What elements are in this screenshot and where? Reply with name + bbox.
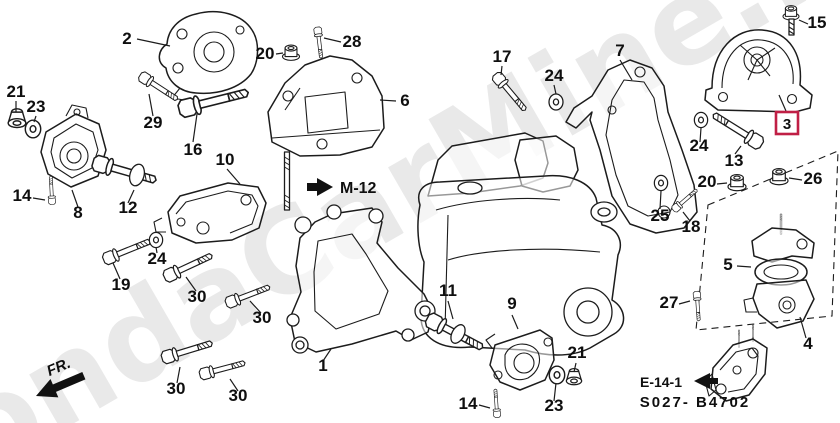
bolt-28 xyxy=(312,26,326,60)
callout-2: 2 xyxy=(122,29,131,48)
callout-26: 26 xyxy=(804,169,823,188)
stud-m12 xyxy=(283,151,291,211)
callout-30c: 30 xyxy=(167,379,186,398)
part-10-bracket xyxy=(153,182,267,244)
ref-m12-label: M-12 xyxy=(340,180,377,197)
callout-1: 1 xyxy=(318,356,327,375)
callout-6: 6 xyxy=(400,91,409,110)
callout-30d: 30 xyxy=(229,386,248,405)
part-5-mount-assembly xyxy=(743,213,815,329)
callout-11: 11 xyxy=(439,281,457,300)
callout-24-top: 24 xyxy=(545,66,564,85)
washer-23-left xyxy=(24,119,42,139)
callout-23-bottom: 23 xyxy=(545,396,564,415)
callout-23-left: 23 xyxy=(27,97,46,116)
nut-20-top xyxy=(281,44,301,61)
callout-30b: 30 xyxy=(253,308,272,327)
callout-12: 12 xyxy=(119,198,138,217)
part-9-mount xyxy=(485,329,555,391)
part-e14-bracket xyxy=(704,323,768,402)
grommet-21-left xyxy=(7,108,27,129)
ref-marker-e14: E-14-1 xyxy=(640,373,718,390)
callout-15: 15 xyxy=(808,13,827,32)
leader-lines xyxy=(15,19,809,409)
part-1-bracket xyxy=(286,204,436,354)
callout-24-right: 24 xyxy=(690,136,709,155)
part-3-mount xyxy=(704,29,813,113)
washer-24-mid xyxy=(148,231,164,249)
nut-20-right xyxy=(727,173,747,192)
callout-14-left: 14 xyxy=(13,186,32,205)
part-8-mount xyxy=(40,104,107,188)
callout-4: 4 xyxy=(803,334,813,353)
washer-24-right xyxy=(693,111,709,129)
part-6-bracket xyxy=(267,55,385,157)
callout-3[interactable]: 3 xyxy=(783,116,791,133)
callout-20-right: 20 xyxy=(698,172,717,191)
callout-28: 28 xyxy=(343,32,362,51)
part-2-bracket xyxy=(158,11,259,101)
callout-19: 19 xyxy=(112,275,131,294)
drawing-code: S027- B4702 xyxy=(640,394,750,411)
callout-24-mid: 24 xyxy=(148,249,167,268)
callout-7: 7 xyxy=(615,41,624,60)
bolt-13 xyxy=(708,107,767,152)
ref-e14-label: E-14-1 xyxy=(640,374,682,390)
callout-18: 18 xyxy=(682,217,701,236)
callout-8: 8 xyxy=(73,203,82,222)
callout-21-bottom: 21 xyxy=(568,343,587,362)
washer-25 xyxy=(653,174,669,192)
fr-arrow-icon xyxy=(36,371,86,398)
nut-26 xyxy=(769,167,789,186)
left-arrow-icon xyxy=(694,373,718,389)
ref-marker-m12: M-12 xyxy=(307,178,377,197)
part-4-group-box xyxy=(695,150,839,331)
callout-25: 25 xyxy=(651,206,670,225)
bolt-15 xyxy=(782,5,800,36)
callout-14-bottom: 14 xyxy=(459,394,478,413)
callout-17: 17 xyxy=(493,47,512,66)
bolt-11-with-bushing xyxy=(422,310,488,356)
callout-16: 16 xyxy=(184,140,203,159)
callout-29: 29 xyxy=(144,113,163,132)
callout-5: 5 xyxy=(723,255,732,274)
engine-block xyxy=(417,132,625,356)
callout-13: 13 xyxy=(725,151,744,170)
callout-9: 9 xyxy=(507,294,516,313)
right-arrow-icon xyxy=(307,178,333,196)
callout-30a: 30 xyxy=(188,287,207,306)
bolt-12-with-bushing xyxy=(89,153,160,190)
highlighted-callout-3[interactable]: 3 xyxy=(774,110,800,136)
bolt-14-left xyxy=(46,175,57,206)
callout-27: 27 xyxy=(660,293,679,312)
bolt-27 xyxy=(692,290,703,322)
washer-24-top xyxy=(548,93,564,111)
callout-10: 10 xyxy=(216,150,235,169)
callout-20-top: 20 xyxy=(256,44,275,63)
washer-23-bottom xyxy=(548,365,566,385)
callout-21-left: 21 xyxy=(7,82,26,101)
highlight-box[interactable] xyxy=(774,110,800,136)
bolt-14-bottom xyxy=(491,388,502,419)
